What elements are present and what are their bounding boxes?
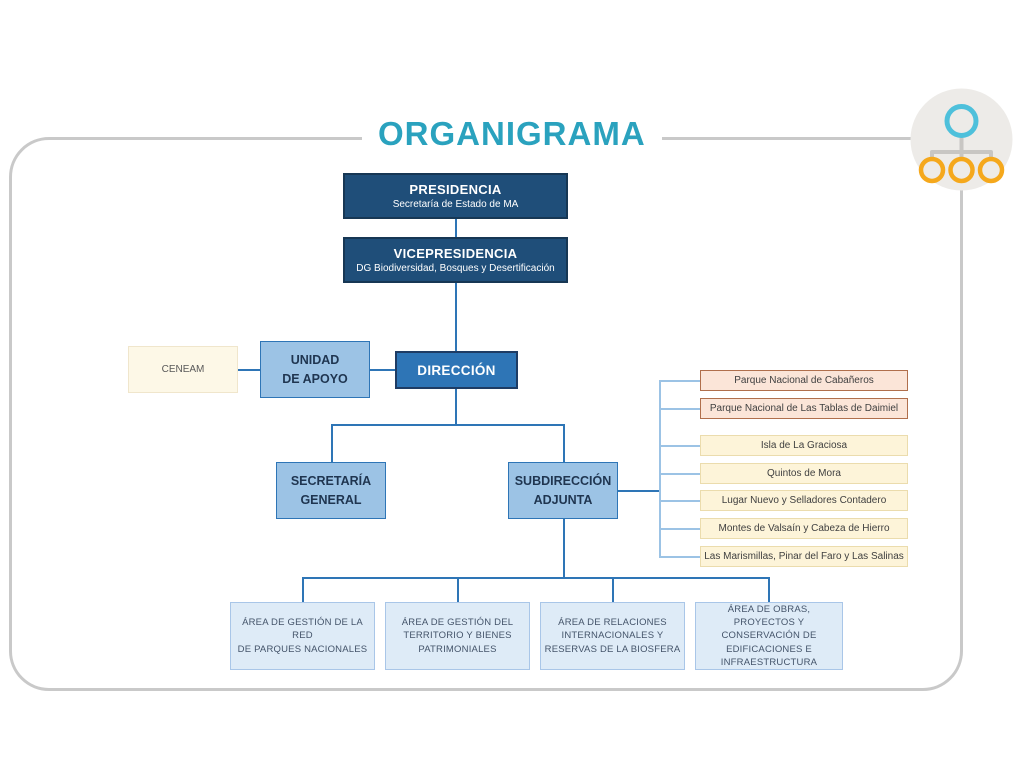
connector-bus-areas: [302, 577, 770, 579]
connector-down-secretaria: [331, 424, 333, 462]
node-ceneam: CENEAM: [128, 346, 238, 393]
connector-area-stub-2: [457, 577, 459, 602]
node-direccion-label: DIRECCIÓN: [417, 362, 496, 378]
connector-down-subdireccion: [563, 424, 565, 462]
finca-item-isla-graciosa: Isla de La Graciosa: [700, 435, 908, 456]
connector-finca-stub-6: [661, 528, 700, 530]
connector-finca-stub-7: [661, 556, 700, 558]
area-box-relaciones: ÁREA DE RELACIONES INTERNACIONALES Y RES…: [540, 602, 685, 670]
connector-fincas-spine: [659, 380, 661, 558]
connector-finca-stub-5: [661, 500, 700, 502]
connector-area-stub-1: [302, 577, 304, 602]
connector-area-stub-3: [612, 577, 614, 602]
node-vicepresidencia: VICEPRESIDENCIA DG Biodiversidad, Bosque…: [343, 237, 568, 283]
area-box-obras: ÁREA DE OBRAS, PROYECTOS Y CONSERVACIÓN …: [695, 602, 843, 670]
node-ceneam-label: CENEAM: [161, 364, 205, 375]
node-secretaria-general-label: SECRETARÍA GENERAL: [290, 474, 372, 507]
node-presidencia-title: PRESIDENCIA: [409, 182, 502, 197]
connector-finca-stub-3: [661, 445, 700, 447]
node-secretaria-general: SECRETARÍA GENERAL: [276, 462, 386, 519]
connector-presidencia-vicepresidencia: [455, 219, 457, 237]
node-vicepresidencia-title: VICEPRESIDENCIA: [393, 246, 518, 261]
connector-subdireccion-areas: [563, 519, 565, 577]
node-presidencia-subtitle: Secretaría de Estado de MA: [392, 199, 519, 210]
connector-direccion-down: [455, 389, 457, 424]
area-box-territorio: ÁREA DE GESTIÓN DEL TERRITORIO Y BIENES …: [385, 602, 530, 670]
connector-unidad-direccion: [370, 369, 395, 371]
connector-finca-stub-2: [661, 408, 700, 410]
connector-area-stub-4: [768, 577, 770, 602]
connector-subdireccion-fincas: [618, 490, 660, 492]
connector-vicepresidencia-direccion: [455, 283, 457, 351]
finca-item-marismillas: Las Marismillas, Pinar del Faro y Las Sa…: [700, 546, 908, 567]
page-title: ORGANIGRAMA: [362, 110, 662, 158]
connector-finca-stub-4: [661, 473, 700, 475]
connector-finca-stub-1: [661, 380, 700, 382]
finca-item-lugar-nuevo: Lugar Nuevo y Selladores Contadero: [700, 490, 908, 511]
org-chart-icon: [908, 86, 1015, 193]
finca-item-quintos-mora: Quintos de Mora: [700, 463, 908, 484]
connector-bus-middle: [331, 424, 565, 426]
finca-item-montes-valsain: Montes de Valsaín y Cabeza de Hierro: [700, 518, 908, 539]
connector-ceneam-unidad: [238, 369, 260, 371]
node-vicepresidencia-subtitle: DG Biodiversidad, Bosques y Desertificac…: [356, 263, 555, 274]
node-subdireccion-adjunta: SUBDIRECCIÓN ADJUNTA: [508, 462, 618, 519]
finca-item-tablas-daimiel: Parque Nacional de Las Tablas de Daimiel: [700, 398, 908, 419]
node-presidencia: PRESIDENCIA Secretaría de Estado de MA: [343, 173, 568, 219]
node-direccion: DIRECCIÓN: [395, 351, 518, 389]
finca-item-cabaneros: Parque Nacional de Cabañeros: [700, 370, 908, 391]
area-box-red-parques: ÁREA DE GESTIÓN DE LA RED DE PARQUES NAC…: [230, 602, 375, 670]
node-unidad-apoyo: UNIDAD DE APOYO: [260, 341, 370, 398]
node-unidad-apoyo-label: UNIDAD DE APOYO: [282, 353, 348, 386]
node-subdireccion-adjunta-label: SUBDIRECCIÓN ADJUNTA: [514, 474, 612, 507]
